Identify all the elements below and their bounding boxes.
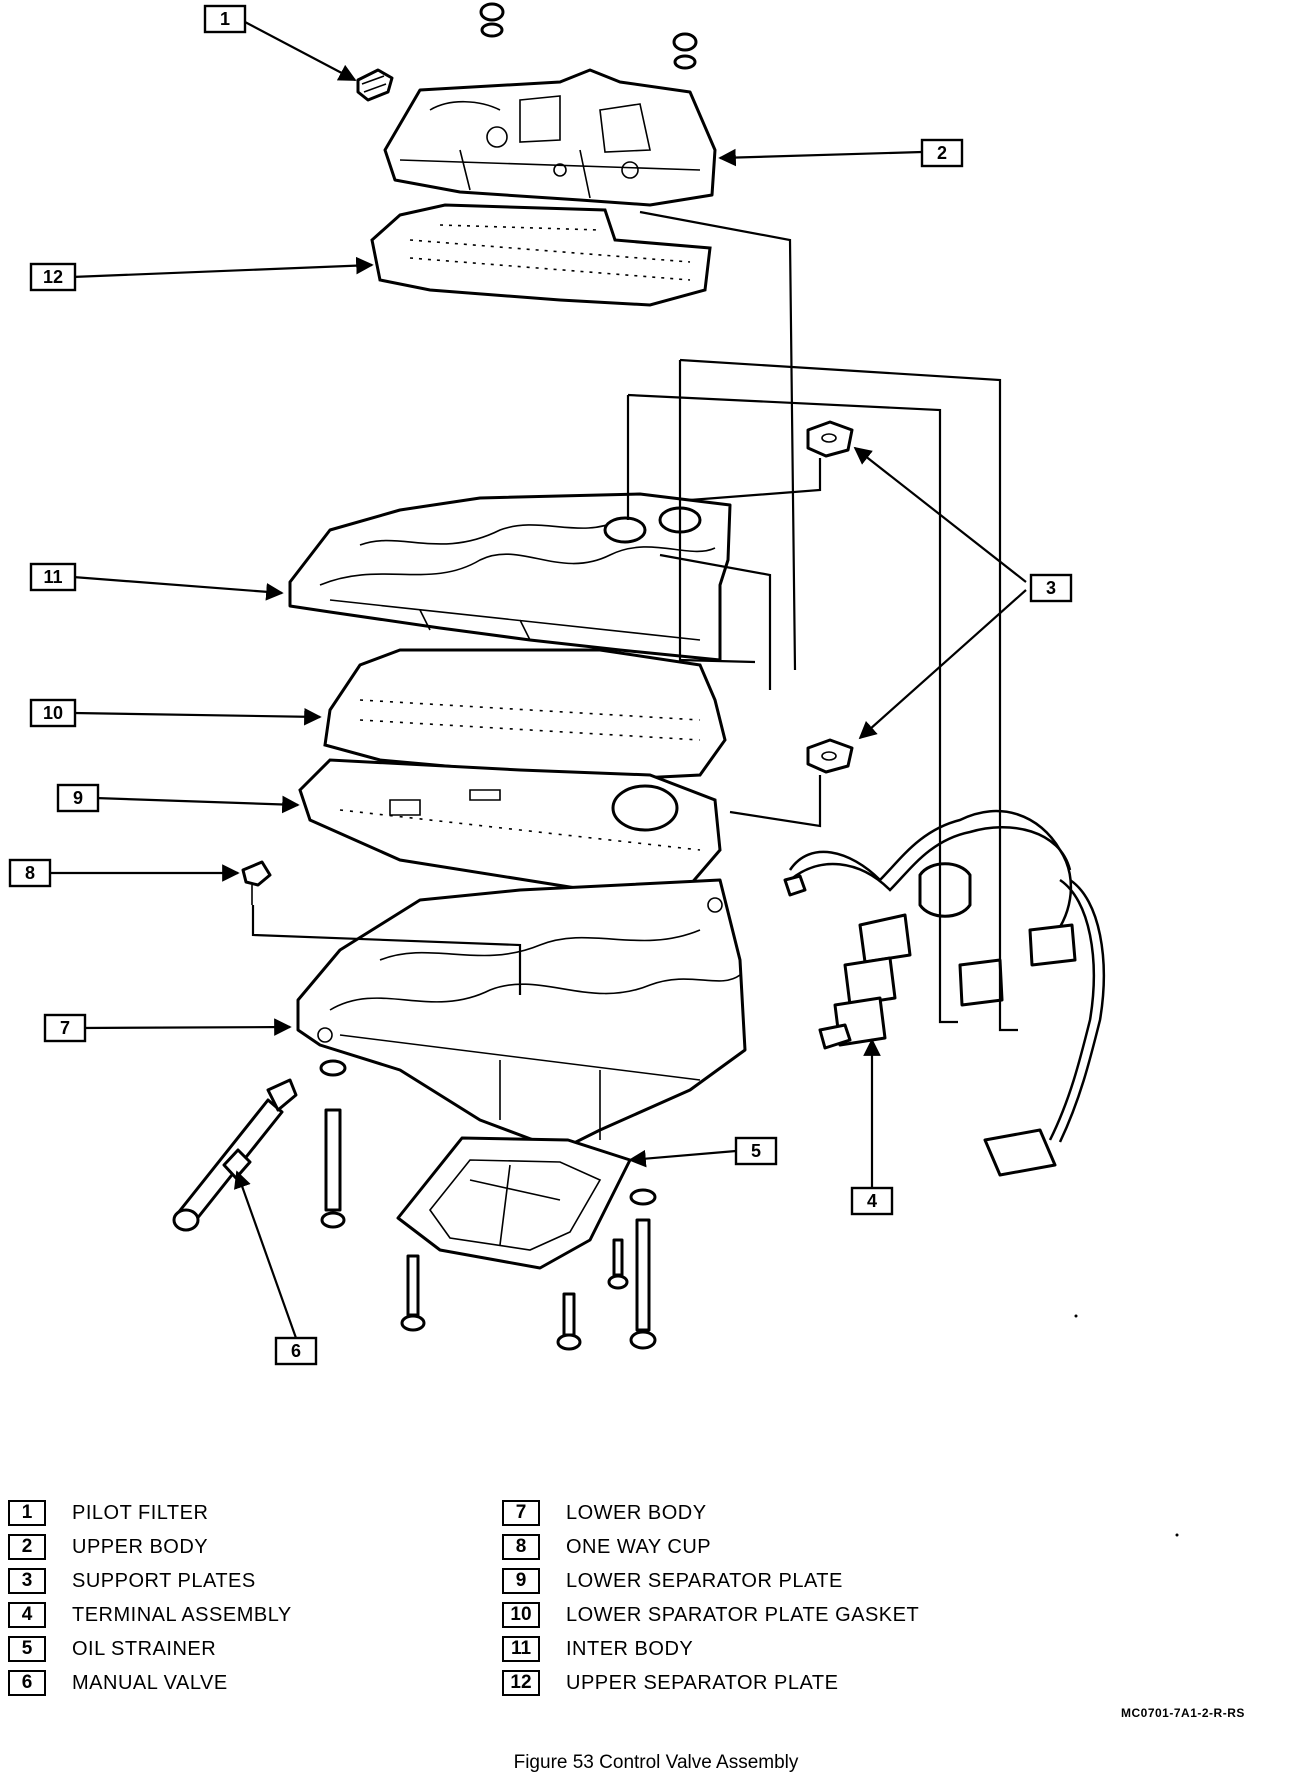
- legend-item: 9 LOWER SEPARATOR PLATE: [502, 1564, 1062, 1598]
- oil-strainer-part: [396, 1136, 632, 1270]
- callout-10: 10: [29, 698, 77, 728]
- callout-label: 4: [867, 1191, 877, 1211]
- legend-number: 9: [502, 1568, 540, 1594]
- legend-item: 1 PILOT FILTER: [8, 1496, 568, 1530]
- callout-label: 11: [43, 567, 62, 587]
- legend-label: TERMINAL ASSEMBLY: [72, 1603, 292, 1626]
- callout-8: 8: [8, 858, 52, 888]
- one-way-cup-part: [241, 860, 272, 905]
- legend-label: PILOT FILTER: [72, 1501, 209, 1524]
- legend-number: 5: [8, 1636, 46, 1662]
- legend-number: 7: [502, 1500, 540, 1526]
- bolts: [319, 1059, 657, 1351]
- callout-leaders: [51, 21, 1027, 1339]
- legend-item: 8 ONE WAY CUP: [502, 1530, 1062, 1564]
- legend-number: 12: [502, 1670, 540, 1696]
- callout-2: 2: [920, 138, 964, 168]
- callout-6: 6: [274, 1336, 318, 1366]
- legend-number: 3: [8, 1568, 46, 1594]
- lower-body-part: [296, 878, 747, 1152]
- legend-right-column: 7 LOWER BODY 8 ONE WAY CUP 9 LOWER SEPAR…: [502, 1496, 1062, 1700]
- callout-11: 11: [29, 562, 77, 592]
- support-plate-parts: [806, 420, 854, 774]
- legend-number: 2: [8, 1534, 46, 1560]
- legend-item: 10 LOWER SPARATOR PLATE GASKET: [502, 1598, 1062, 1632]
- legend-label: MANUAL VALVE: [72, 1671, 228, 1694]
- legend-number: 4: [8, 1602, 46, 1628]
- legend-item: 2 UPPER BODY: [8, 1530, 568, 1564]
- legend-label: LOWER BODY: [566, 1501, 707, 1524]
- callout-9: 9: [56, 783, 100, 813]
- callout-7: 7: [43, 1013, 87, 1043]
- legend-label: LOWER SPARATOR PLATE GASKET: [566, 1603, 920, 1626]
- reference-code: MC0701-7A1-2-R-RS: [1121, 1706, 1245, 1720]
- legend-label: LOWER SEPARATOR PLATE: [566, 1569, 843, 1592]
- callout-label: 8: [25, 863, 35, 883]
- legend-label: INTER BODY: [566, 1637, 694, 1660]
- callout-3: 3: [1029, 573, 1073, 603]
- legend-item: 7 LOWER BODY: [502, 1496, 1062, 1530]
- callout-label: 3: [1046, 578, 1056, 598]
- legend-number: 8: [502, 1534, 540, 1560]
- callout-label: 1: [220, 9, 230, 29]
- legend-label: UPPER SEPARATOR PLATE: [566, 1671, 839, 1694]
- callout-1: 1: [203, 4, 247, 34]
- callout-12: 12: [29, 262, 77, 292]
- callout-label: 12: [43, 267, 63, 287]
- legend-number: 1: [8, 1500, 46, 1526]
- legend-item: 3 SUPPORT PLATES: [8, 1564, 568, 1598]
- legend-item: 5 OIL STRAINER: [8, 1632, 568, 1666]
- routing-lines: [251, 210, 1018, 1032]
- callout-label: 2: [937, 143, 947, 163]
- legend-item: 6 MANUAL VALVE: [8, 1666, 568, 1700]
- callout-4: 4: [850, 1186, 894, 1216]
- upper-body-part: [383, 68, 717, 207]
- legend-label: ONE WAY CUP: [566, 1535, 712, 1558]
- manual-valve-part: [172, 1078, 298, 1232]
- lower-separator-plate-gasket-part: [323, 648, 727, 782]
- terminal-assembly-part: [783, 809, 1105, 1177]
- lower-separator-plate-part: [298, 758, 722, 897]
- callout-label: 5: [751, 1141, 761, 1161]
- inter-body-part: [288, 492, 732, 662]
- callout-label: 7: [60, 1018, 70, 1038]
- legend-label: OIL STRAINER: [72, 1637, 217, 1660]
- legend-left-column: 1 PILOT FILTER 2 UPPER BODY 3 SUPPORT PL…: [8, 1496, 568, 1700]
- legend-item: 4 TERMINAL ASSEMBLY: [8, 1598, 568, 1632]
- upper-separator-plate-part: [370, 203, 712, 307]
- legend-number: 11: [502, 1636, 540, 1662]
- legend-number: 6: [8, 1670, 46, 1696]
- legend-number: 10: [502, 1602, 540, 1628]
- callout-label: 6: [291, 1341, 301, 1361]
- callout-label: 10: [43, 703, 63, 723]
- legend-item: 11 INTER BODY: [502, 1632, 1062, 1666]
- legend-label: SUPPORT PLATES: [72, 1569, 256, 1592]
- legend-label: UPPER BODY: [72, 1535, 209, 1558]
- figure-caption: Figure 53 Control Valve Assembly: [513, 1752, 799, 1773]
- callout-5: 5: [734, 1136, 778, 1166]
- pilot-filter-part: [356, 68, 394, 102]
- top-nuts: [479, 2, 698, 70]
- legend-item: 12 UPPER SEPARATOR PLATE: [502, 1666, 1062, 1700]
- callout-label: 9: [73, 788, 83, 808]
